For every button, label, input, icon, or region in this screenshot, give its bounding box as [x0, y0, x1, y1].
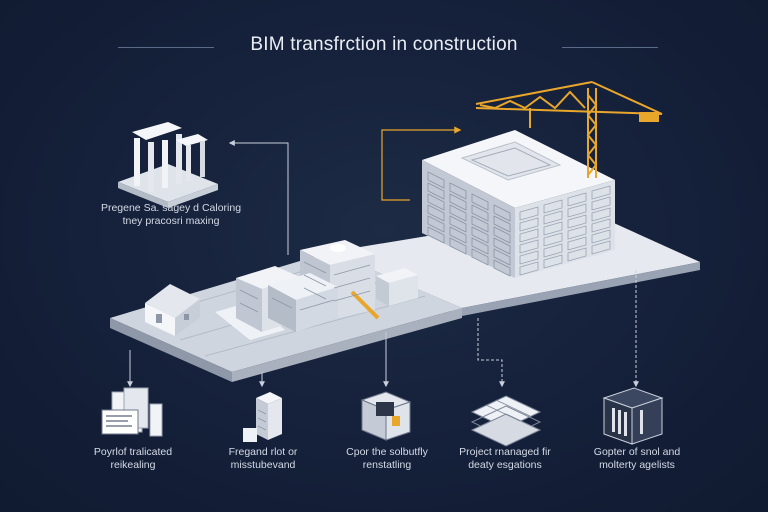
feature-caption-line: deaty esgations [468, 459, 542, 471]
building-window [519, 228, 539, 243]
building-window [449, 226, 467, 244]
building-window [591, 218, 611, 233]
title-rule-right [562, 47, 658, 48]
feature-caption-5: Gopter of snol and molterty agelists [572, 446, 702, 472]
building-window [449, 237, 467, 255]
building-window [427, 215, 445, 233]
feature-caption-line: Poyrlof tralicated [93, 446, 173, 458]
building-window [519, 217, 539, 232]
building-window [543, 232, 563, 247]
building-window [591, 229, 611, 244]
building-window [471, 237, 489, 255]
building-window [471, 226, 489, 244]
building-window [591, 207, 611, 222]
building-window [519, 239, 539, 254]
building-window [519, 206, 539, 221]
building-window [567, 203, 587, 218]
small-house [145, 284, 200, 336]
feature-caption-line: Fregand rlot or [228, 446, 298, 458]
building-window [427, 226, 445, 244]
building-window [591, 240, 611, 255]
feature-caption-line: Gopter of snol and [593, 446, 681, 458]
callout-caption-top-left: Pregene Sa. sagey d Caloring tney pracos… [92, 202, 250, 228]
feature-caption-4: Project rnanaged fir deaty esgations [440, 446, 570, 472]
cube-panels-icon [602, 387, 664, 445]
document-stack-icon [101, 387, 163, 437]
feature-caption-line: Cpor the solbutfly [346, 446, 428, 458]
building-window [427, 193, 445, 211]
building-window [427, 182, 445, 200]
feature-caption-line: renstatling [362, 459, 412, 471]
device-panel-icon [360, 391, 412, 441]
building-window [471, 193, 489, 211]
building-window [567, 225, 587, 240]
building-window [493, 215, 511, 233]
building-window [493, 237, 511, 255]
building-window [493, 248, 511, 266]
feature-caption-2: Fregand rlot or misstubevand [198, 446, 328, 472]
callout-line-2: tney pracosri maxing [122, 215, 220, 227]
building-window [591, 185, 611, 200]
feature-caption-line: molterty agelists [599, 459, 675, 471]
building-window [567, 192, 587, 207]
building-window [449, 204, 467, 222]
building-window [567, 236, 587, 251]
building-window [493, 259, 511, 277]
title-rule-left [118, 47, 214, 48]
feature-caption-line: Project rnanaged fir [459, 446, 551, 458]
connector-lines [127, 140, 639, 388]
feature-caption-3: Cpor the solbutfly renstatling [322, 446, 452, 472]
building-window [449, 193, 467, 211]
city-buildings [236, 240, 418, 332]
tower-crane [475, 81, 663, 178]
building-window [493, 226, 511, 244]
building-window [519, 261, 539, 276]
building-window [543, 199, 563, 214]
building-window [471, 248, 489, 266]
feature-caption-line: misstubevand [230, 459, 296, 471]
main-office-building [422, 130, 615, 278]
building-window [567, 247, 587, 262]
building-window [543, 254, 563, 269]
building-window [471, 204, 489, 222]
building-window [591, 196, 611, 211]
building-window [427, 171, 445, 189]
building-window [543, 210, 563, 225]
building-window [493, 204, 511, 222]
building-window [471, 215, 489, 233]
building-window [519, 250, 539, 265]
building-window [567, 214, 587, 229]
layered-model-icon [470, 395, 542, 447]
page-title: BIM transfrction in construction [250, 34, 518, 55]
feature-caption-line: reikealing [110, 459, 156, 471]
building-window [449, 215, 467, 233]
callout-line-1: Pregene Sa. sagey d Caloring [100, 202, 242, 214]
feature-caption-1: Poyrlof tralicated reikealing [68, 446, 198, 472]
building-window [427, 204, 445, 222]
tower-building-icon [243, 392, 282, 442]
crane-connector-line [381, 126, 462, 201]
building-window [543, 243, 563, 258]
building-window [449, 182, 467, 200]
column-structure-icon [118, 122, 218, 208]
building-window [543, 221, 563, 236]
